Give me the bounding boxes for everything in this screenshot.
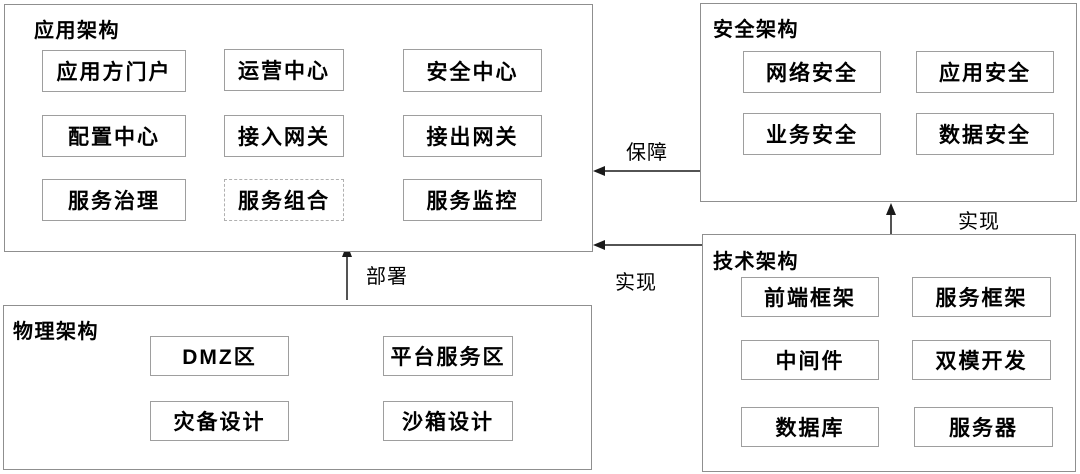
group-physical-architecture: 物理架构 DMZ区 平台服务区 灾备设计 沙箱设计 (3, 305, 592, 470)
arrow-realize-security (886, 203, 896, 234)
arrow-realize-application (593, 240, 702, 250)
node-service-monitoring: 服务监控 (403, 179, 542, 221)
node-operation-center: 运营中心 (224, 49, 344, 91)
node-security-center: 安全中心 (403, 49, 542, 92)
group-title-technology: 技术架构 (713, 251, 799, 273)
node-service-governance: 服务治理 (42, 179, 186, 221)
node-service-framework: 服务框架 (912, 277, 1051, 317)
arrow-label-guarantee: 保障 (626, 142, 668, 164)
group-application-architecture: 应用架构 应用方门户 运营中心 安全中心 配置中心 接入网关 接出网关 服务治理… (4, 4, 593, 252)
node-dmz-zone: DMZ区 (150, 336, 289, 376)
node-service-composition: 服务组合 (224, 179, 344, 221)
node-network-security: 网络安全 (743, 51, 881, 93)
node-app-portal: 应用方门户 (42, 50, 186, 92)
node-frontend-framework: 前端框架 (741, 277, 879, 317)
node-middleware: 中间件 (741, 340, 879, 380)
node-outbound-gateway: 接出网关 (403, 115, 542, 157)
node-dual-mode-development: 双模开发 (912, 340, 1051, 380)
node-application-security: 应用安全 (916, 51, 1054, 93)
arrow-label-realize-application: 实现 (615, 272, 657, 294)
group-technology-architecture: 技术架构 前端框架 服务框架 中间件 双模开发 数据库 服务器 (702, 234, 1076, 472)
node-server: 服务器 (914, 407, 1053, 447)
arrow-guarantee (593, 166, 700, 176)
node-database: 数据库 (741, 407, 879, 447)
group-security-architecture: 安全架构 网络安全 应用安全 业务安全 数据安全 (700, 3, 1077, 202)
arrow-deploy (342, 244, 352, 300)
group-title-physical: 物理架构 (13, 321, 99, 343)
node-inbound-gateway: 接入网关 (224, 115, 344, 157)
arrow-label-deploy: 部署 (366, 266, 408, 288)
node-platform-service-zone: 平台服务区 (383, 336, 513, 376)
node-data-security: 数据安全 (916, 113, 1054, 155)
arrow-label-realize-security: 实现 (958, 211, 1000, 233)
group-title-security: 安全架构 (713, 19, 799, 41)
node-config-center: 配置中心 (42, 115, 186, 157)
node-sandbox-design: 沙箱设计 (383, 401, 513, 441)
node-disaster-recovery-design: 灾备设计 (150, 401, 289, 441)
group-title-application: 应用架构 (34, 20, 120, 42)
node-business-security: 业务安全 (743, 113, 881, 155)
